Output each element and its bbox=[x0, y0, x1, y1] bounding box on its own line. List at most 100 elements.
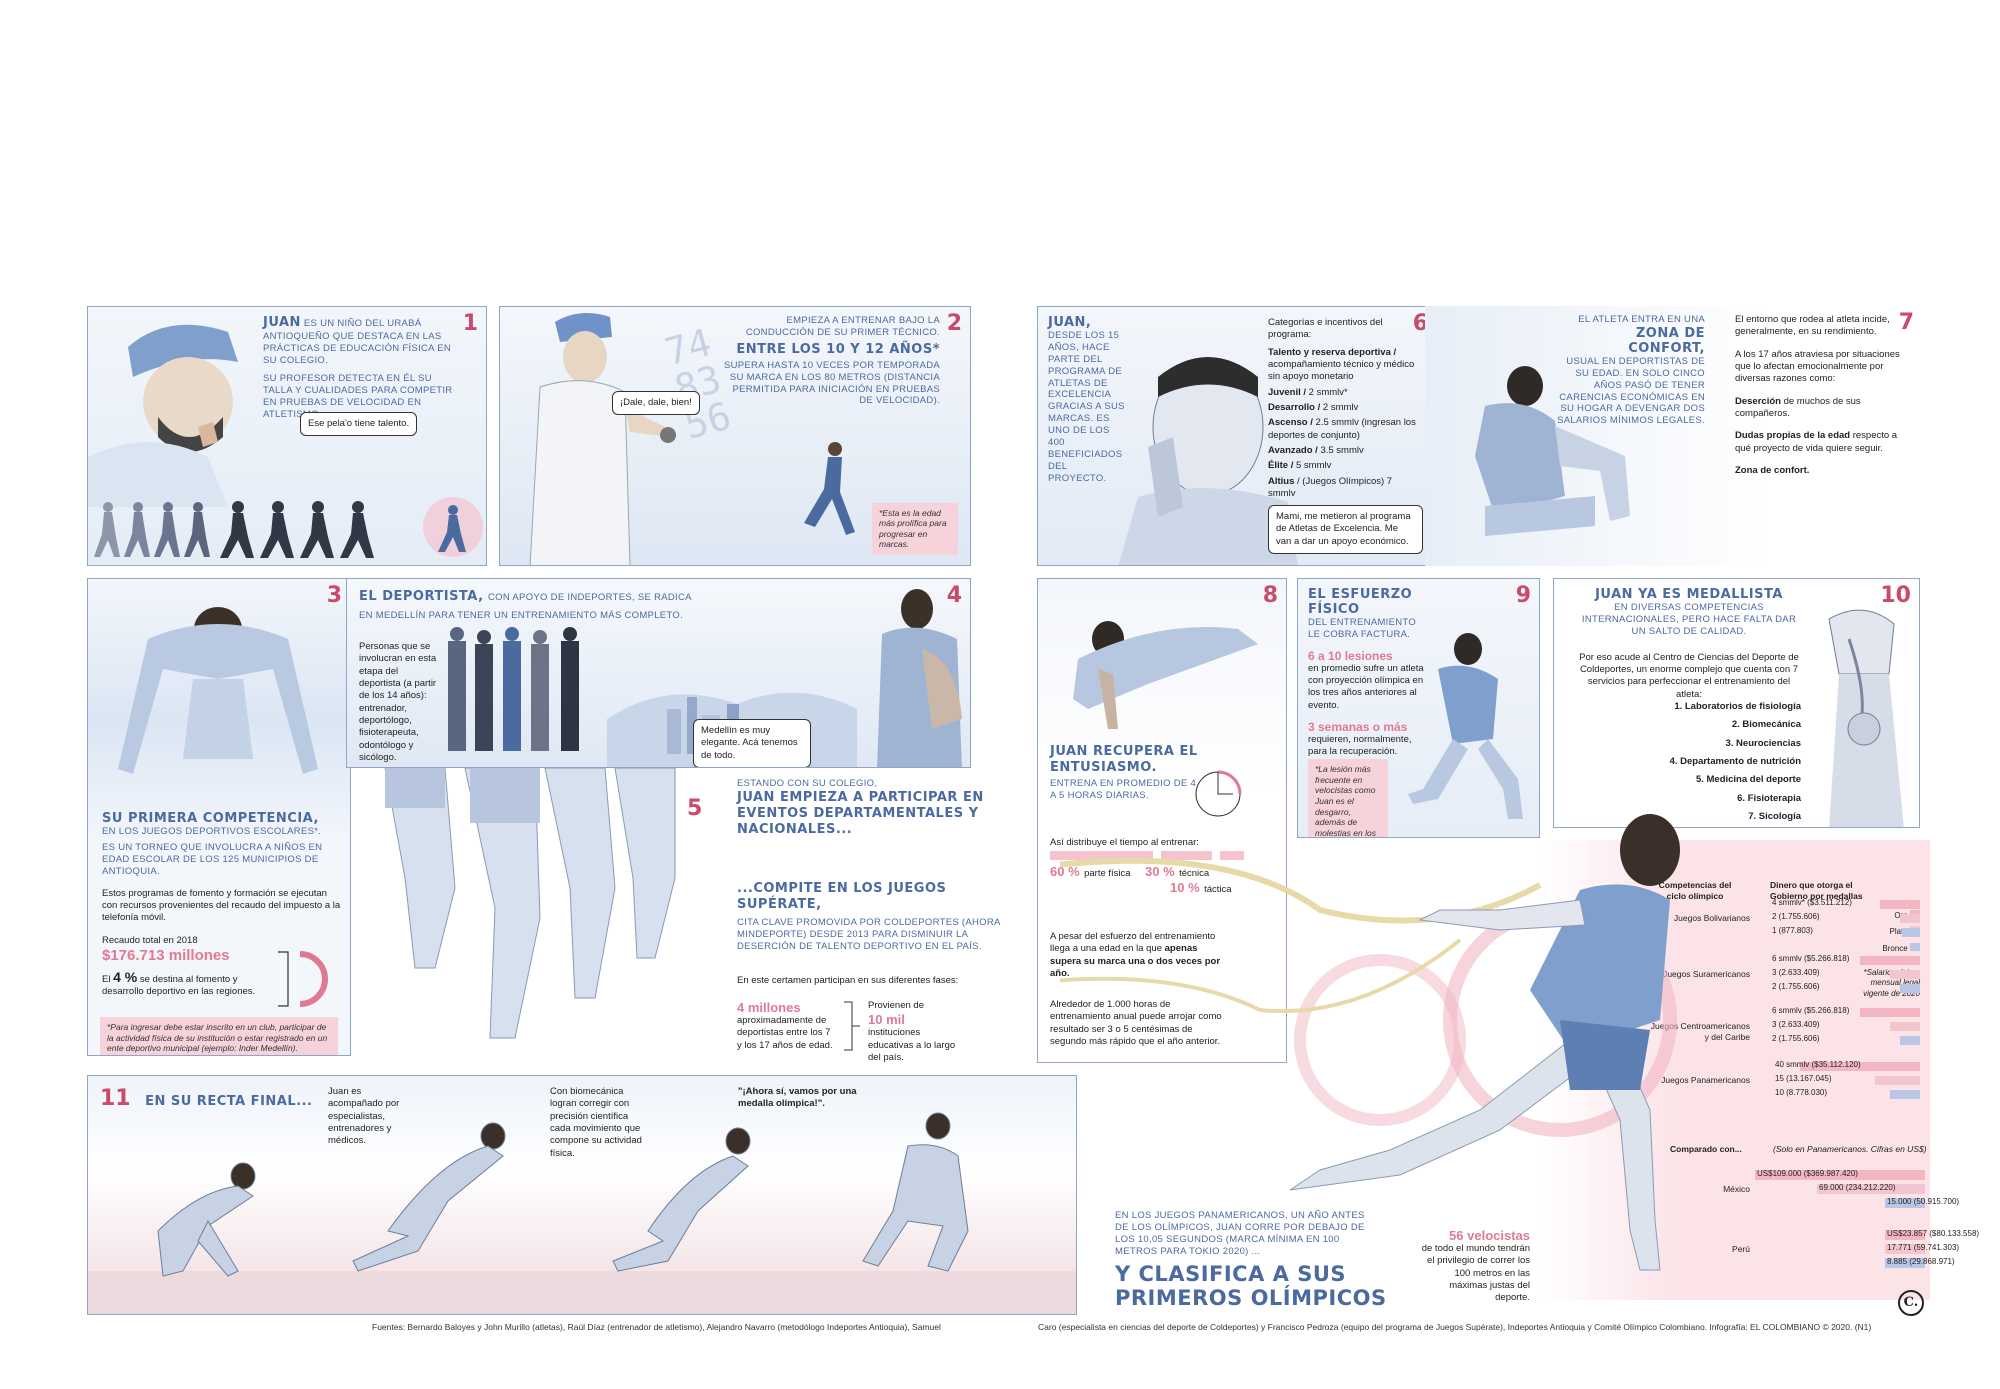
p1-speech-bubble: Ese pela'o tiene talento. bbox=[300, 412, 418, 437]
medal-row-name: Juegos Panamericanos bbox=[1661, 1075, 1750, 1085]
panel-7: 7 EL ATLETA ENTRA EN UNA ZONA DE CONFORT… bbox=[1425, 306, 1920, 566]
p5-v2-pre: Provienen de bbox=[868, 1000, 924, 1011]
cat-item: Talento y reserva deportiva / acompañami… bbox=[1268, 346, 1415, 383]
compared-label: Comparado con... bbox=[1670, 1144, 1742, 1154]
p5-number: 5 bbox=[687, 796, 703, 821]
medal-bar bbox=[1890, 970, 1920, 979]
medal-item: 15 (13.167.045) bbox=[1775, 1074, 1832, 1083]
p4-speech-bubble: Medellín es muy elegante. Acá tenemos de… bbox=[693, 719, 811, 767]
p10-headline: JUAN YA ES MEDALLISTA bbox=[1595, 587, 1783, 602]
coach-with-stopwatch-illustration bbox=[529, 313, 676, 565]
d3-value: 10 % bbox=[1170, 880, 1200, 895]
p3-headline: SU PRIMERA COMPETENCIA, bbox=[102, 811, 319, 826]
p6-categories-list: Talento y reserva deportiva / acompañami… bbox=[1268, 347, 1418, 501]
p1-name: JUAN bbox=[263, 315, 301, 330]
p8-text3: Alrededor de 1.000 horas de entrenamient… bbox=[1050, 999, 1222, 1048]
p7-number: 7 bbox=[1898, 310, 1914, 335]
panel-2: 2 EMPIEZA A ENTRENAR BAJO LA CONDUCCIÓN … bbox=[499, 306, 971, 566]
p6-number: 6 bbox=[1412, 311, 1428, 336]
legend-plata: Plata bbox=[1889, 927, 1908, 937]
country-name: México bbox=[1723, 1184, 1750, 1194]
service-item: 3. Neurociencias bbox=[1725, 737, 1801, 749]
p2-note: *Esta es la edad más prolífica para prog… bbox=[872, 502, 958, 555]
p6-name: JUAN, bbox=[1048, 315, 1092, 330]
p10-text1: EN DIVERSAS COMPETENCIAS INTERNACIONALES… bbox=[1581, 602, 1797, 637]
medal-item: 6 smmlv ($5.266.818) bbox=[1772, 1006, 1850, 1015]
medal-item: 3 (2.633.409) bbox=[1772, 968, 1820, 977]
p9-headline: EL ESFUERZO FÍSICO bbox=[1308, 587, 1413, 617]
medal-bar bbox=[1890, 1090, 1920, 1099]
final-headline: Y CLASIFICA A SUS PRIMEROS OLÍMPICOS bbox=[1115, 1262, 1387, 1311]
p8-distribution: 60 % parte física 30 % técnica 10 % táct… bbox=[1050, 851, 1280, 901]
p3-pct-value: 4 % bbox=[113, 968, 138, 985]
service-item: 5. Medicina del deporte bbox=[1695, 774, 1801, 786]
p4-headline: EL DEPORTISTA, bbox=[359, 589, 484, 604]
p7-text4: A los 17 años atraviesa por situaciones … bbox=[1735, 348, 1900, 385]
dist-bar-fisica bbox=[1050, 851, 1153, 860]
medal-bar bbox=[1900, 914, 1920, 923]
running-legs-illustration bbox=[384, 768, 676, 1039]
dist-bar-tactica bbox=[1220, 851, 1244, 860]
country-name: Perú bbox=[1732, 1244, 1750, 1254]
panel-3: 3 SU PRIMERA COMPETENCIA, EN LOS JUEGOS … bbox=[87, 578, 351, 1056]
final-v-text: de todo el mundo tendrán el privilegio d… bbox=[1421, 1243, 1530, 1304]
country-bar bbox=[1885, 1258, 1925, 1268]
p5-v2: 10 mil bbox=[868, 1012, 905, 1028]
medal-bar bbox=[1800, 1062, 1920, 1071]
p10-services-list: 1. Laboratorios de fisiología 2. Biomecá… bbox=[1614, 701, 1801, 827]
p7-headline: ZONA DE CONFORT, bbox=[1628, 325, 1705, 356]
p3-pct-pre: El bbox=[102, 973, 111, 985]
p5-text1: CITA CLAVE PROMOVIDA POR COLDEPORTES (AH… bbox=[737, 917, 1001, 952]
p6-cat-title: Categorías e incentivos del programa: bbox=[1268, 317, 1383, 341]
p5-v1: 4 millones bbox=[737, 1000, 801, 1015]
country-bar bbox=[1885, 1244, 1925, 1254]
finishing-sprinter-illustration bbox=[1060, 814, 1680, 1271]
service-item: 6. Fisioterapia bbox=[1737, 792, 1801, 804]
p1-number: 1 bbox=[462, 311, 478, 336]
medal-item: 2 (1.755.606) bbox=[1772, 1034, 1820, 1043]
sources-left: Fuentes: Bernardo Baloyes y John Murillo… bbox=[372, 1322, 941, 1332]
p5-intro: ESTANDO CON SU COLEGIO, bbox=[737, 778, 878, 789]
panel-1: JUAN ES UN NIÑO DEL URABÁ ANTIOQUEÑO QUE… bbox=[87, 306, 487, 566]
p3-pct-text: se destina al fomento y desarrollo depor… bbox=[102, 973, 256, 998]
country-item: US$109.000 ($369.987.420) bbox=[1757, 1169, 1858, 1178]
runners-sequence-illustration bbox=[94, 497, 483, 558]
d3-label: táctica bbox=[1204, 884, 1232, 895]
cat-item: Juvenil / 2 smmlv* bbox=[1268, 386, 1348, 398]
p10-text2: Por eso acude al Centro de Ciencias del … bbox=[1579, 651, 1799, 700]
medal-item: 2 (1.755.606) bbox=[1772, 982, 1820, 991]
p5-brace bbox=[844, 1001, 860, 1051]
p8-dist-label: Así distribuye el tiempo al entrenar: bbox=[1050, 837, 1199, 848]
p6-text1: DESDE LOS 15 AÑOS, HACE PARTE DEL PROGRA… bbox=[1048, 330, 1125, 484]
support-team-illustration bbox=[448, 627, 579, 751]
p3-sub: EN LOS JUEGOS DEPORTIVOS ESCOLARES*. bbox=[102, 826, 322, 837]
country-item: 15.000 (50.915.700) bbox=[1887, 1197, 1960, 1206]
compared-note: (Solo en Panamericanos. Cifras en US$) bbox=[1773, 1144, 1927, 1154]
el-colombiano-logo: C. bbox=[1898, 1290, 1924, 1316]
p11-number: 11 bbox=[100, 1086, 131, 1111]
medal-item: 1 (877.803) bbox=[1772, 926, 1813, 935]
final-text1: EN LOS JUEGOS PANAMERICANOS, UN AÑO ANTE… bbox=[1115, 1210, 1365, 1257]
p5-headline2: ...COMPITE EN LOS JUEGOS SUPÉRATE, bbox=[737, 880, 947, 912]
medal-item: 40 smmlv ($35.112.120) bbox=[1775, 1060, 1861, 1069]
country-item: 69.000 (234.212.220) bbox=[1819, 1183, 1896, 1192]
panel-4: 4 EL DEPORTISTA, CON APOYO DE INDEPORTES… bbox=[346, 578, 971, 768]
p3-recaudo-label: Recaudo total en 2018 bbox=[102, 934, 198, 946]
p8-text2a: A pesar del esfuerzo del entrenamiento l… bbox=[1050, 931, 1216, 955]
medal-row-name: Juegos Suramericanos bbox=[1663, 969, 1750, 979]
medal-bar bbox=[1880, 900, 1920, 909]
p2-text1: EMPIEZA A ENTRENAR BAJO LA CONDUCCIÓN DE… bbox=[745, 315, 940, 338]
country-bar bbox=[1885, 1230, 1925, 1240]
athlete-with-backpack-illustration bbox=[877, 589, 962, 767]
country-bar bbox=[1755, 1170, 1925, 1180]
crouching-runner-illustration bbox=[118, 607, 318, 774]
sitting-athlete-illustration bbox=[1475, 366, 1630, 536]
p5-v1-text: aproximadamente de deportistas entre los… bbox=[737, 1015, 833, 1051]
medal-bar bbox=[1900, 1036, 1920, 1045]
p7-r2: respecto a qué proyecto de vida quiere s… bbox=[1735, 430, 1898, 454]
country-bar bbox=[1885, 1198, 1925, 1208]
medal-row-name: Juegos Bolivarianos bbox=[1673, 913, 1750, 923]
sources-right: Caro (especialista en ciencias del depor… bbox=[1038, 1322, 1872, 1332]
p7-r2-bold: Dudas propias de la edad bbox=[1735, 430, 1851, 442]
coach-illustration bbox=[88, 324, 238, 507]
